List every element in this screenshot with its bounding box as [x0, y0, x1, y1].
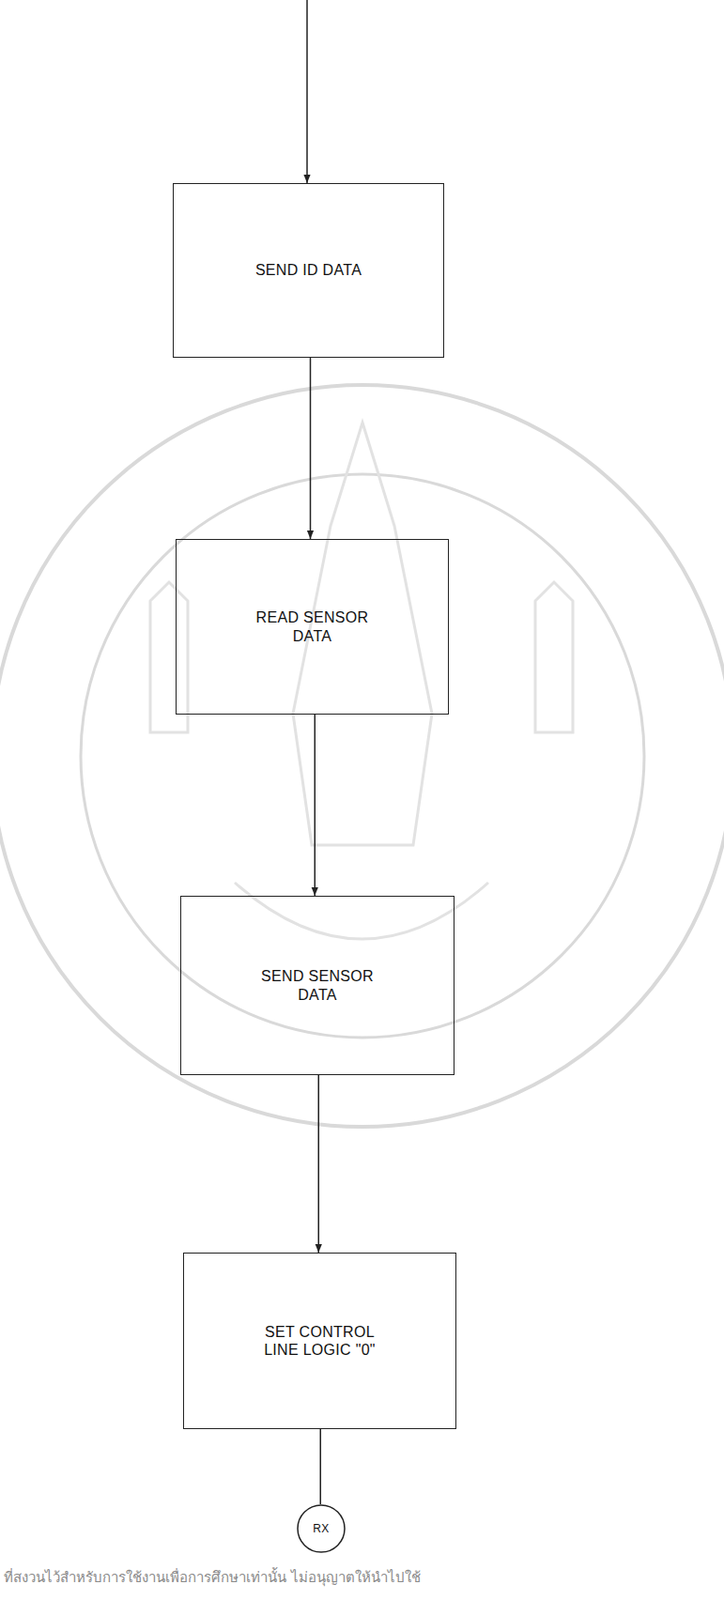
seal-inner-ring [80, 474, 645, 1038]
process-box: SEND ID DATA [172, 183, 445, 358]
flow-connector [309, 357, 312, 540]
box-label: SET CONTROL LINE LOGIC "0" [263, 1323, 377, 1359]
seal-emblem [150, 422, 573, 940]
flow-connector [318, 1075, 321, 1253]
process-box: SET CONTROL LINE LOGIC "0" [183, 1252, 457, 1430]
box-label: SEND ID DATA [255, 261, 362, 279]
seal-left-parasol [150, 582, 188, 733]
seal-outer-ring [0, 385, 724, 1127]
box-label: READ SENSOR DATA [251, 608, 374, 645]
circle-border [297, 1505, 345, 1553]
process-box: READ SENSOR DATA [175, 539, 449, 715]
process-box: SEND SENSOR DATA [180, 895, 455, 1076]
connector-label: RX [312, 1522, 329, 1536]
connector-circle: RX [296, 1504, 346, 1554]
incoming-arrow [306, 0, 309, 184]
box-label: SEND SENSOR DATA [251, 967, 384, 1003]
watermark-note: ที่สงวนไว้สำหรับการใช้งานเพื่อการศึกษาเท… [3, 1566, 421, 1589]
flow-connector [320, 1429, 323, 1505]
seal-right-parasol [535, 582, 573, 733]
seal-base-curve [234, 882, 489, 940]
flow-connector [314, 714, 317, 896]
seal-rings [0, 385, 724, 1127]
